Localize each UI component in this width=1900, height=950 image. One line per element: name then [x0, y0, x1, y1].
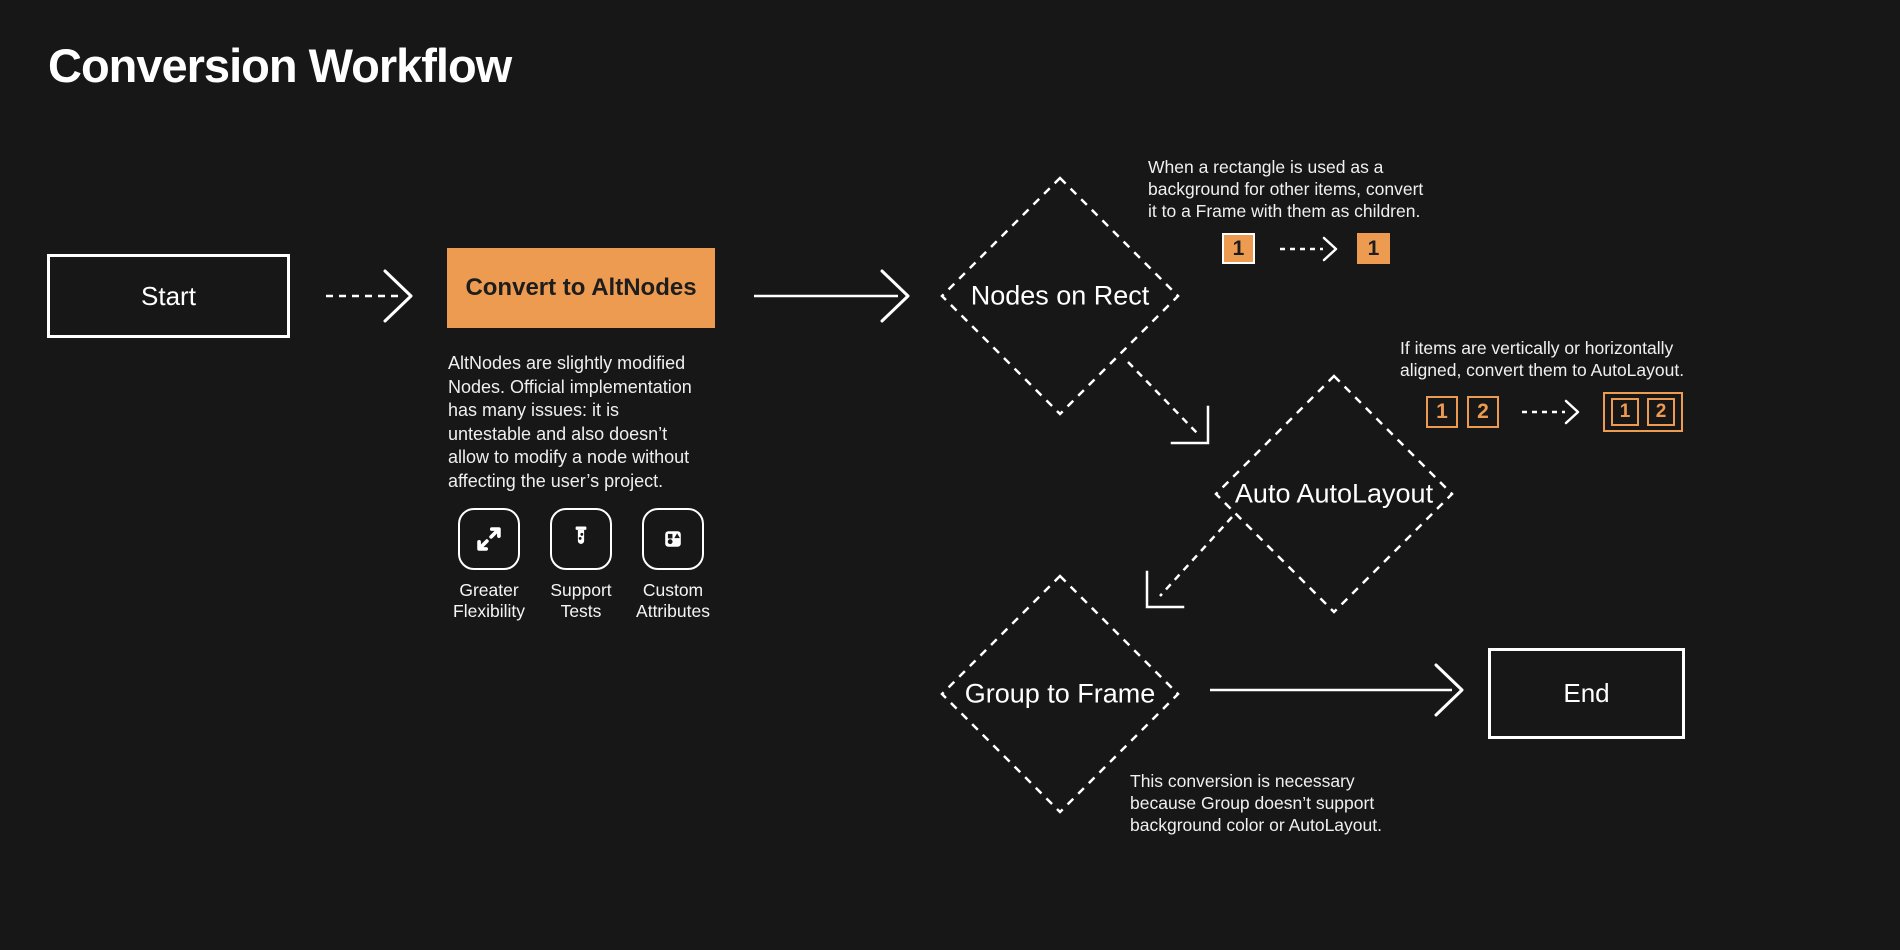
item-chip-2: 2 [1467, 396, 1499, 428]
start-node: Start [47, 254, 290, 338]
grouped-item-chip-2: 2 [1647, 398, 1675, 426]
arrow-convert-to-nodes-on-rect [754, 269, 910, 323]
expand-icon [458, 508, 520, 570]
altnodes-description: AltNodes are slightly modified Nodes. Of… [448, 353, 692, 491]
altnodes-features: Greater Flexibility Support Tests [443, 508, 719, 621]
group-to-frame-label: Group to Frame [964, 678, 1156, 709]
page-title: Conversion Workflow [48, 39, 512, 92]
end-node-label: End [1563, 678, 1610, 708]
end-node: End [1488, 648, 1685, 739]
auto-autolayout-mini-diagram: 1 2 1 2 [1426, 392, 1683, 432]
frame-chip-1: 1 [1357, 233, 1390, 264]
auto-autolayout-annotation: If items are vertically or horizontally … [1400, 338, 1685, 380]
auto-autolayout-label: Auto AutoLayout [1234, 478, 1434, 509]
feature-label: Greater Flexibility [453, 580, 525, 621]
start-node-label: Start [141, 280, 196, 311]
mini-dashed-arrow [1280, 236, 1338, 261]
rect-chip-1: 1 [1222, 233, 1255, 264]
convert-to-altnodes-label: Convert to AltNodes [465, 274, 697, 301]
mini-dashed-arrow [1522, 399, 1580, 425]
feature-label: Custom Attributes [636, 580, 710, 621]
grouped-item-chip-1: 1 [1611, 398, 1639, 426]
test-tube-icon [550, 508, 612, 570]
feature-support-tests: Support Tests [535, 508, 627, 621]
autolayout-group: 1 2 [1603, 392, 1683, 432]
feature-label: Support Tests [550, 580, 612, 621]
convert-to-altnodes-node: Convert to AltNodes [447, 248, 715, 328]
group-to-frame-annotation: This conversion is necessary because Gro… [1130, 771, 1382, 835]
nodes-on-rect-mini-diagram: 1 1 [1222, 233, 1390, 264]
feature-custom-attributes: Custom Attributes [627, 508, 719, 621]
nodes-on-rect-annotation: When a rectangle is used as a background… [1148, 157, 1424, 221]
feature-greater-flexibility: Greater Flexibility [443, 508, 535, 621]
shapes-icon [642, 508, 704, 570]
arrow-nodes-on-rect-to-auto-autolayout [1127, 361, 1210, 445]
item-chip-1: 1 [1426, 396, 1458, 428]
nodes-on-rect-label: Nodes on Rect [970, 280, 1150, 311]
arrow-group-to-frame-to-end [1210, 663, 1464, 717]
arrow-auto-autolayout-to-group-to-frame [1145, 516, 1233, 609]
arrow-start-to-convert [326, 269, 413, 323]
